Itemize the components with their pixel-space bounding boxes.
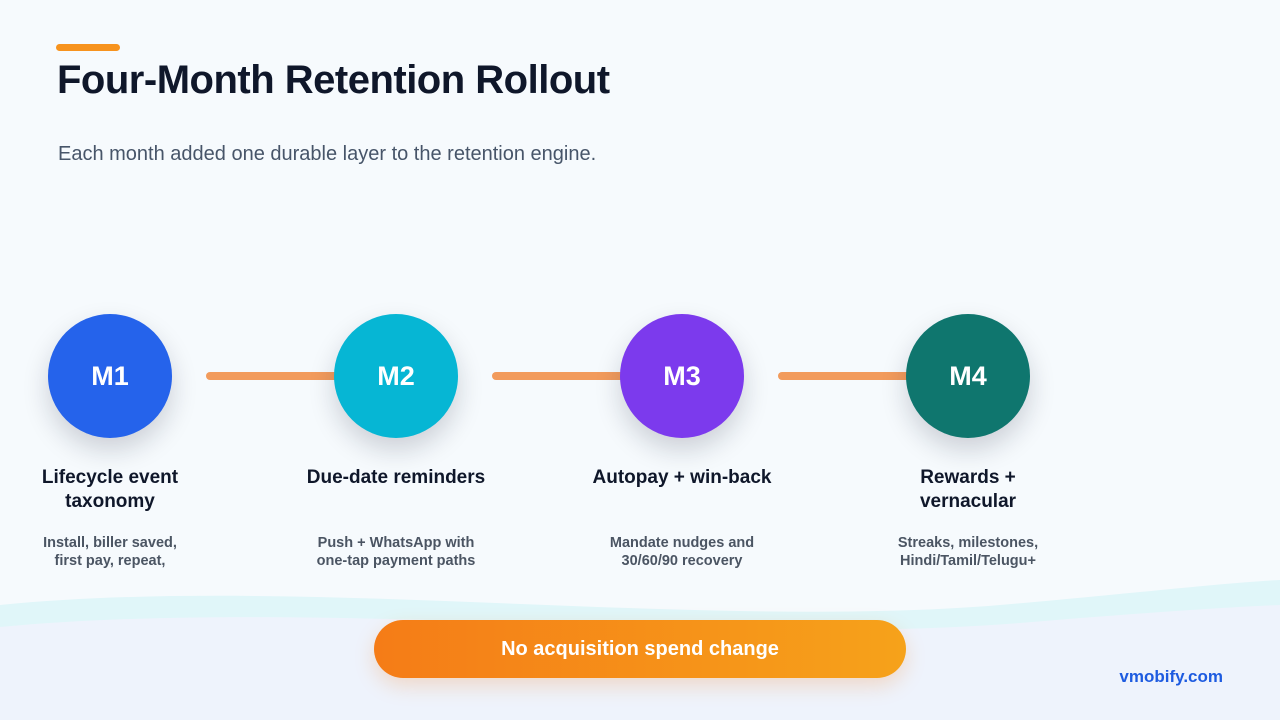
connector-m3-m4 bbox=[778, 372, 914, 380]
milestone-m1-desc-line1: Install, biller saved, bbox=[43, 535, 177, 551]
milestone-m4-title: Rewards + vernacular bbox=[848, 466, 1088, 514]
title-accent-bar bbox=[56, 44, 120, 51]
milestone-m4-title-line2: vernacular bbox=[919, 491, 1017, 512]
page-subtitle: Each month added one durable layer to th… bbox=[58, 143, 597, 165]
milestone-m4-badge: M4 bbox=[906, 314, 1030, 438]
milestone-m2-title-line1: Due-date reminders bbox=[306, 467, 486, 488]
milestone-m3-title: Autopay + win-back bbox=[562, 466, 802, 490]
milestone-m2-desc-line1: Push + WhatsApp with bbox=[317, 535, 475, 551]
milestone-m3-description: Mandate nudges and 30/60/90 recovery bbox=[562, 534, 802, 570]
milestone-m4-desc-line1: Streaks, milestones, bbox=[897, 535, 1039, 551]
milestone-m1-description: Install, biller saved, first pay, repeat… bbox=[0, 534, 230, 570]
connector-m2-m3 bbox=[492, 372, 628, 380]
milestone-m3-title-line1: Autopay + win-back bbox=[592, 467, 772, 488]
milestone-m2-description: Push + WhatsApp with one-tap payment pat… bbox=[276, 534, 516, 570]
milestone-m3-desc-line1: Mandate nudges and bbox=[609, 535, 755, 551]
milestone-m2-title: Due-date reminders bbox=[276, 466, 516, 490]
milestone-m3-desc-line2: 30/60/90 recovery bbox=[621, 553, 743, 569]
page-title: Four-Month Retention Rollout bbox=[57, 58, 610, 102]
connector-m1-m2 bbox=[206, 372, 342, 380]
milestone-m4-title-line1: Rewards + bbox=[920, 467, 1016, 488]
milestone-m1-title-line2: taxonomy bbox=[65, 491, 155, 512]
milestone-m1-title-line1: Lifecycle event bbox=[41, 467, 179, 488]
milestone-m4-description: Streaks, milestones, Hindi/Tamil/Telugu+ bbox=[848, 534, 1088, 570]
callout-pill: No acquisition spend change bbox=[374, 620, 906, 678]
milestone-m1-badge: M1 bbox=[48, 314, 172, 438]
milestone-m1-title: Lifecycle event taxonomy bbox=[0, 466, 230, 514]
footer-brand-url: vmobify.com bbox=[1119, 667, 1223, 686]
milestone-m1-desc-line2: first pay, repeat, bbox=[54, 553, 166, 569]
milestone-m4-desc-line2: Hindi/Tamil/Telugu+ bbox=[899, 553, 1036, 569]
milestone-m3-badge: M3 bbox=[620, 314, 744, 438]
milestone-m2-desc-line2: one-tap payment paths bbox=[316, 553, 476, 569]
milestone-m2-badge: M2 bbox=[334, 314, 458, 438]
